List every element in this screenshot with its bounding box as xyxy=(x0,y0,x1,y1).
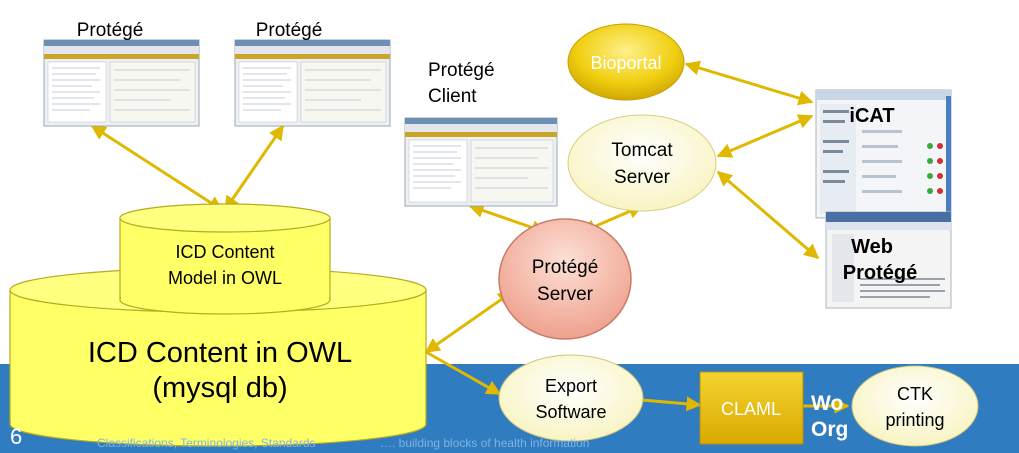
arrow-export-claml xyxy=(641,396,702,412)
tomcat-label-2: Server xyxy=(614,167,671,188)
web-protege-label-2: Protégé xyxy=(843,262,917,284)
protege-server-node xyxy=(498,218,632,340)
icd-model-cylinder xyxy=(119,203,331,315)
arrow-content-server xyxy=(424,290,514,354)
protege-2-screenshot xyxy=(234,39,391,127)
protege-2-label: Protégé xyxy=(256,20,323,41)
protege-server-label-2: Server xyxy=(537,284,594,305)
icd-content-label-2: (mysql db) xyxy=(152,372,287,404)
export-label-2: Software xyxy=(535,402,606,422)
footer-left-text: Classifications, Terminologies, Standard… xyxy=(97,436,316,450)
arrow-tomcat-webprotege xyxy=(716,170,820,260)
arrow-bioportal-icat xyxy=(684,60,814,106)
protege-1-screenshot xyxy=(43,39,200,127)
webprotege-screenshot xyxy=(825,211,952,309)
arrow-protege1-model xyxy=(90,124,224,212)
protege-1-label: Protégé xyxy=(77,20,144,41)
claml-label: CLAML xyxy=(721,399,781,419)
footer-org-line1: Wo xyxy=(811,392,843,415)
ctk-label-1: CTK xyxy=(897,384,933,404)
claml-node xyxy=(699,371,804,445)
arrow-tomcat-icat xyxy=(716,114,814,158)
web-protege-label-1: Web xyxy=(851,236,893,258)
arrow-protege2-model xyxy=(223,124,285,212)
icat-label: iCAT xyxy=(849,105,894,127)
tomcat-server-node xyxy=(567,114,717,212)
protege-client-label-2: Client xyxy=(428,86,477,107)
tomcat-label-1: Tomcat xyxy=(611,140,673,161)
export-software-node xyxy=(498,354,644,442)
export-label-1: Export xyxy=(545,376,597,396)
protege-client-screenshot xyxy=(404,117,558,207)
bioportal-label: Bioportal xyxy=(590,53,661,73)
footer-right-text: …. building blocks of health information xyxy=(380,436,589,450)
icd-content-label-1: ICD Content in OWL xyxy=(88,337,352,369)
footer-page-number: 6 xyxy=(10,424,22,449)
icat-screenshot xyxy=(815,89,952,219)
arrow-content-export xyxy=(425,350,502,396)
ctk-label-2: printing xyxy=(885,410,944,430)
icd-model-label-2: Model in OWL xyxy=(168,268,282,288)
protege-server-label-1: Protégé xyxy=(532,257,599,278)
bioportal-node xyxy=(567,23,685,101)
icd-model-label-1: ICD Content xyxy=(175,242,274,262)
footer-org-line2: Org xyxy=(811,418,848,441)
protege-client-label-1: Protégé xyxy=(428,60,495,81)
ctk-printing-node xyxy=(851,365,979,447)
